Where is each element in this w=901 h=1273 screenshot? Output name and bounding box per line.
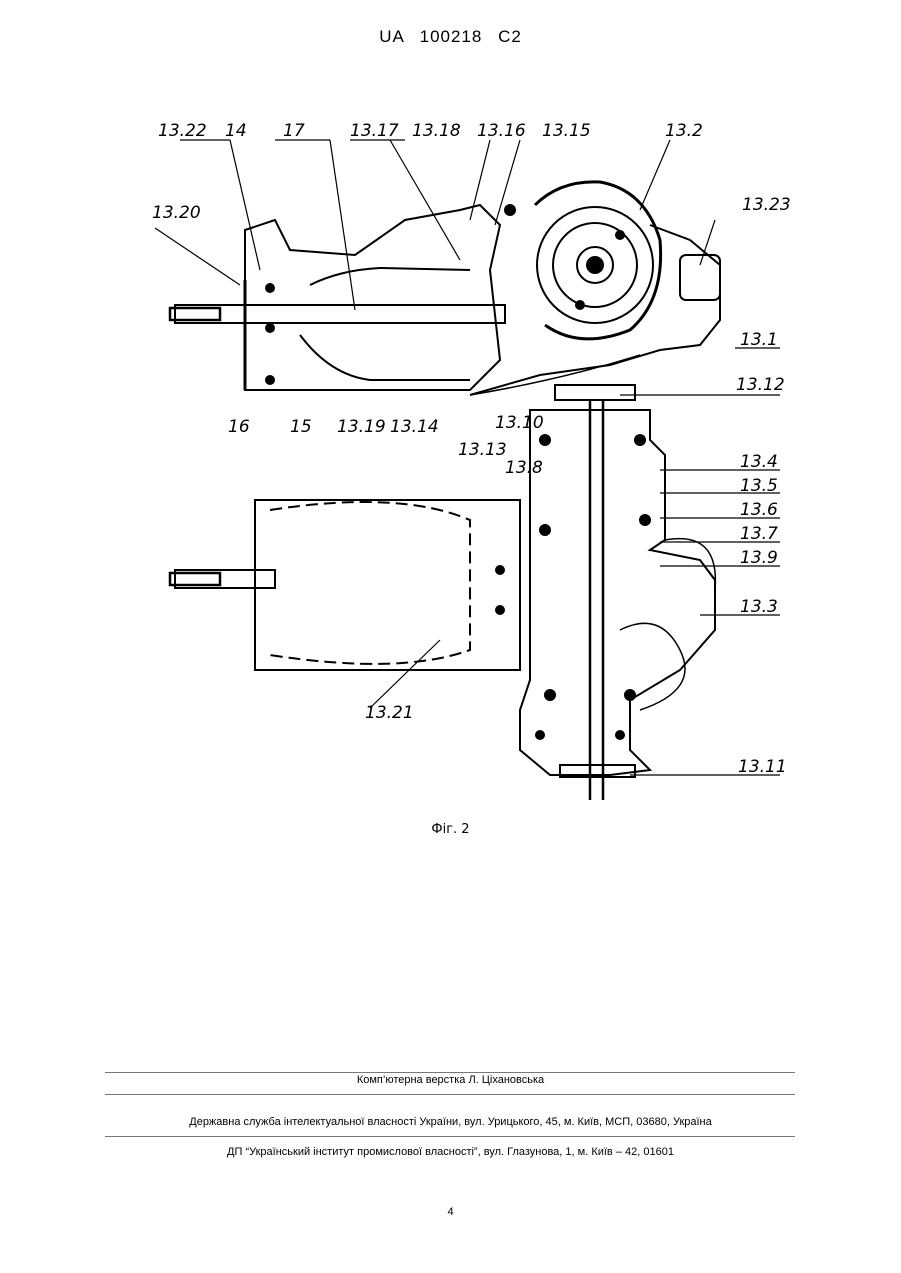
country-code: UA — [379, 27, 404, 46]
agency-address: Державна служба інтелектуальної власност… — [0, 1116, 901, 1128]
document-kind: C2 — [498, 27, 522, 46]
upper-assembly — [170, 182, 720, 395]
patent-number: 100218 — [420, 27, 483, 46]
label-13-8: 13.8 — [505, 458, 543, 478]
label-13-20: 13.20 — [152, 203, 201, 223]
page-number: 4 — [0, 1206, 901, 1218]
label-13-4: 13.4 — [740, 452, 778, 472]
label-13-16: 13.16 — [477, 121, 526, 141]
institute-address: ДП “Український інститут промислової вла… — [0, 1146, 901, 1158]
label-13-21: 13.21 — [365, 703, 414, 723]
technical-drawing: 13.22 14 17 13.17 13.18 13.16 13.15 13.2… — [140, 110, 820, 810]
footer-rule-1 — [105, 1072, 795, 1073]
label-13-3: 13.3 — [740, 597, 778, 617]
label-13-11: 13.11 — [738, 757, 787, 777]
label-13-23: 13.23 — [742, 195, 791, 215]
label-16: 16 — [228, 417, 250, 437]
label-15: 15 — [290, 417, 312, 437]
footer-rule-3 — [105, 1136, 795, 1137]
label-13-10: 13.10 — [495, 413, 544, 433]
label-13-15: 13.15 — [542, 121, 591, 141]
label-13-9: 13.9 — [740, 548, 778, 568]
label-13-2: 13.2 — [665, 121, 703, 141]
figure-caption: Фіг. 2 — [0, 822, 901, 837]
label-13-1: 13.1 — [740, 330, 778, 350]
label-13-17: 13.17 — [350, 121, 399, 141]
label-14: 14 — [225, 121, 247, 141]
patent-header: UA 100218 C2 — [0, 27, 901, 47]
lower-assembly — [170, 385, 715, 800]
label-13-14: 13.14 — [390, 417, 439, 437]
label-17: 17 — [283, 121, 305, 141]
label-13-19: 13.19 — [337, 417, 386, 437]
label-13-6: 13.6 — [740, 500, 778, 520]
label-13-12: 13.12 — [736, 375, 785, 395]
label-13-22: 13.22 — [158, 121, 207, 141]
upper-shaft — [175, 305, 505, 323]
layout-credit: Комп’ютерна верстка Л. Ціхановська — [0, 1074, 901, 1086]
label-13-18: 13.18 — [412, 121, 461, 141]
label-13-7: 13.7 — [740, 524, 778, 544]
label-13-5: 13.5 — [740, 476, 778, 496]
footer-rule-2 — [105, 1094, 795, 1095]
label-13-13: 13.13 — [458, 440, 507, 460]
